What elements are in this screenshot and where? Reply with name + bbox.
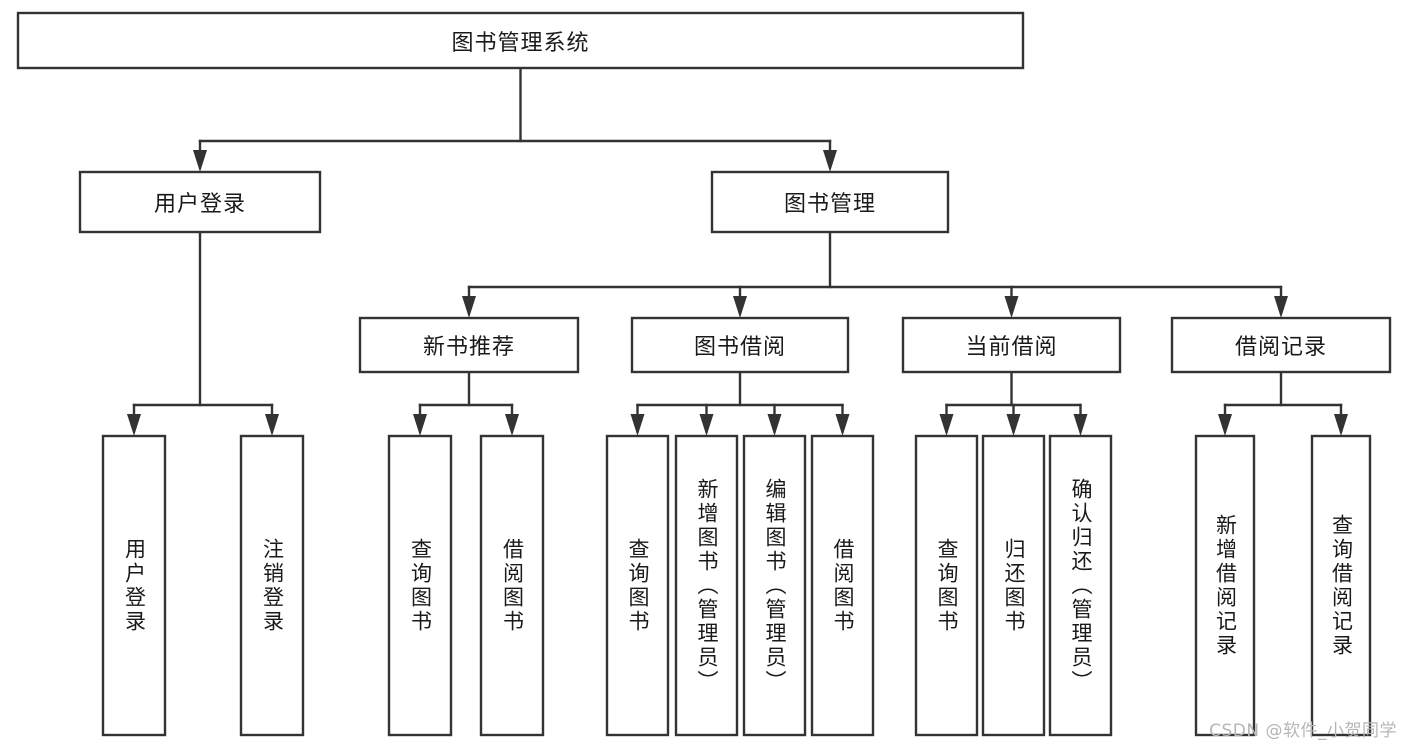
arrow-head-icon [1218, 414, 1232, 436]
node-box-leaf-return-book[interactable] [981, 434, 1046, 737]
arrow-head-icon [1274, 296, 1288, 318]
node-box-leaf-query-book-2[interactable] [605, 434, 670, 737]
node-box-leaf-query-book-1[interactable] [387, 434, 453, 737]
arrow-head-icon [505, 414, 519, 436]
node-box-leaf-borrow-book-1[interactable] [479, 434, 545, 737]
arrow-head-icon [462, 296, 476, 318]
node-box-leaf-query-borrow-record[interactable] [1310, 434, 1372, 737]
watermark: CSDN @软件_小贺同学 [1209, 721, 1397, 741]
node-box-user-login[interactable] [78, 170, 322, 234]
arrow-head-icon [630, 414, 645, 436]
node-box-book-borrow[interactable] [630, 316, 850, 374]
node-box-leaf-confirm-return[interactable] [1048, 434, 1113, 737]
arrow-head-icon [1073, 414, 1088, 436]
arrow-head-icon [1004, 296, 1019, 318]
node-box-leaf-user-login[interactable] [101, 434, 167, 737]
node-box-book-manage[interactable] [710, 170, 950, 234]
node-box-leaf-borrow-book-2[interactable] [810, 434, 875, 737]
node-box-leaf-add-borrow-record[interactable] [1194, 434, 1256, 737]
node-box-leaf-edit-book[interactable] [742, 434, 807, 737]
arrow-head-icon [733, 296, 747, 318]
arrow-head-icon [835, 414, 850, 436]
arrow-head-icon [767, 414, 782, 436]
node-box-leaf-query-book-3[interactable] [914, 434, 979, 737]
node-box-leaf-add-book[interactable] [674, 434, 739, 737]
arrow-head-icon [823, 150, 837, 172]
arrow-head-icon [1334, 414, 1348, 436]
node-layer [16, 11, 1392, 737]
arrow-head-icon [265, 414, 279, 436]
arrow-head-icon [413, 414, 427, 436]
node-box-leaf-user-logout[interactable] [239, 434, 305, 737]
arrow-head-icon [1006, 414, 1021, 436]
arrow-head-icon [127, 414, 141, 436]
connector-layer [127, 66, 1348, 436]
node-box-current-borrow[interactable] [901, 316, 1122, 374]
node-box-new-book-recommend[interactable] [358, 316, 580, 374]
arrow-head-icon [699, 414, 714, 436]
arrow-head-icon [939, 414, 954, 436]
arrow-head-icon [193, 150, 207, 172]
node-box-borrow-record[interactable] [1170, 316, 1392, 374]
node-box-root[interactable] [16, 11, 1025, 70]
